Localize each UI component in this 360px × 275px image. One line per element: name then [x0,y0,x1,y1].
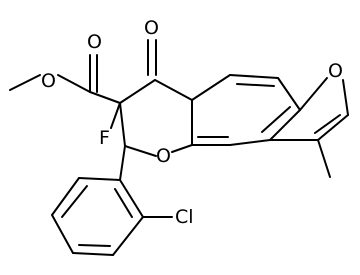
furan-ring [269,77,349,178]
pyranone-ring [110,39,193,157]
atom-label-ring-o: O [156,145,171,167]
atom-label-chlorine: Cl [175,206,194,228]
ester-group [9,54,121,104]
atom-label-ketone-o: O [144,17,159,39]
atom-label-ester-o: O [41,70,56,92]
atom-label-fluorine: F [99,127,110,149]
benzene-ring [191,74,301,146]
atom-label-ester-carbonyl-o: O [87,31,102,53]
atom-label-furan-o: O [328,60,343,82]
chlorophenyl-group [51,145,173,256]
